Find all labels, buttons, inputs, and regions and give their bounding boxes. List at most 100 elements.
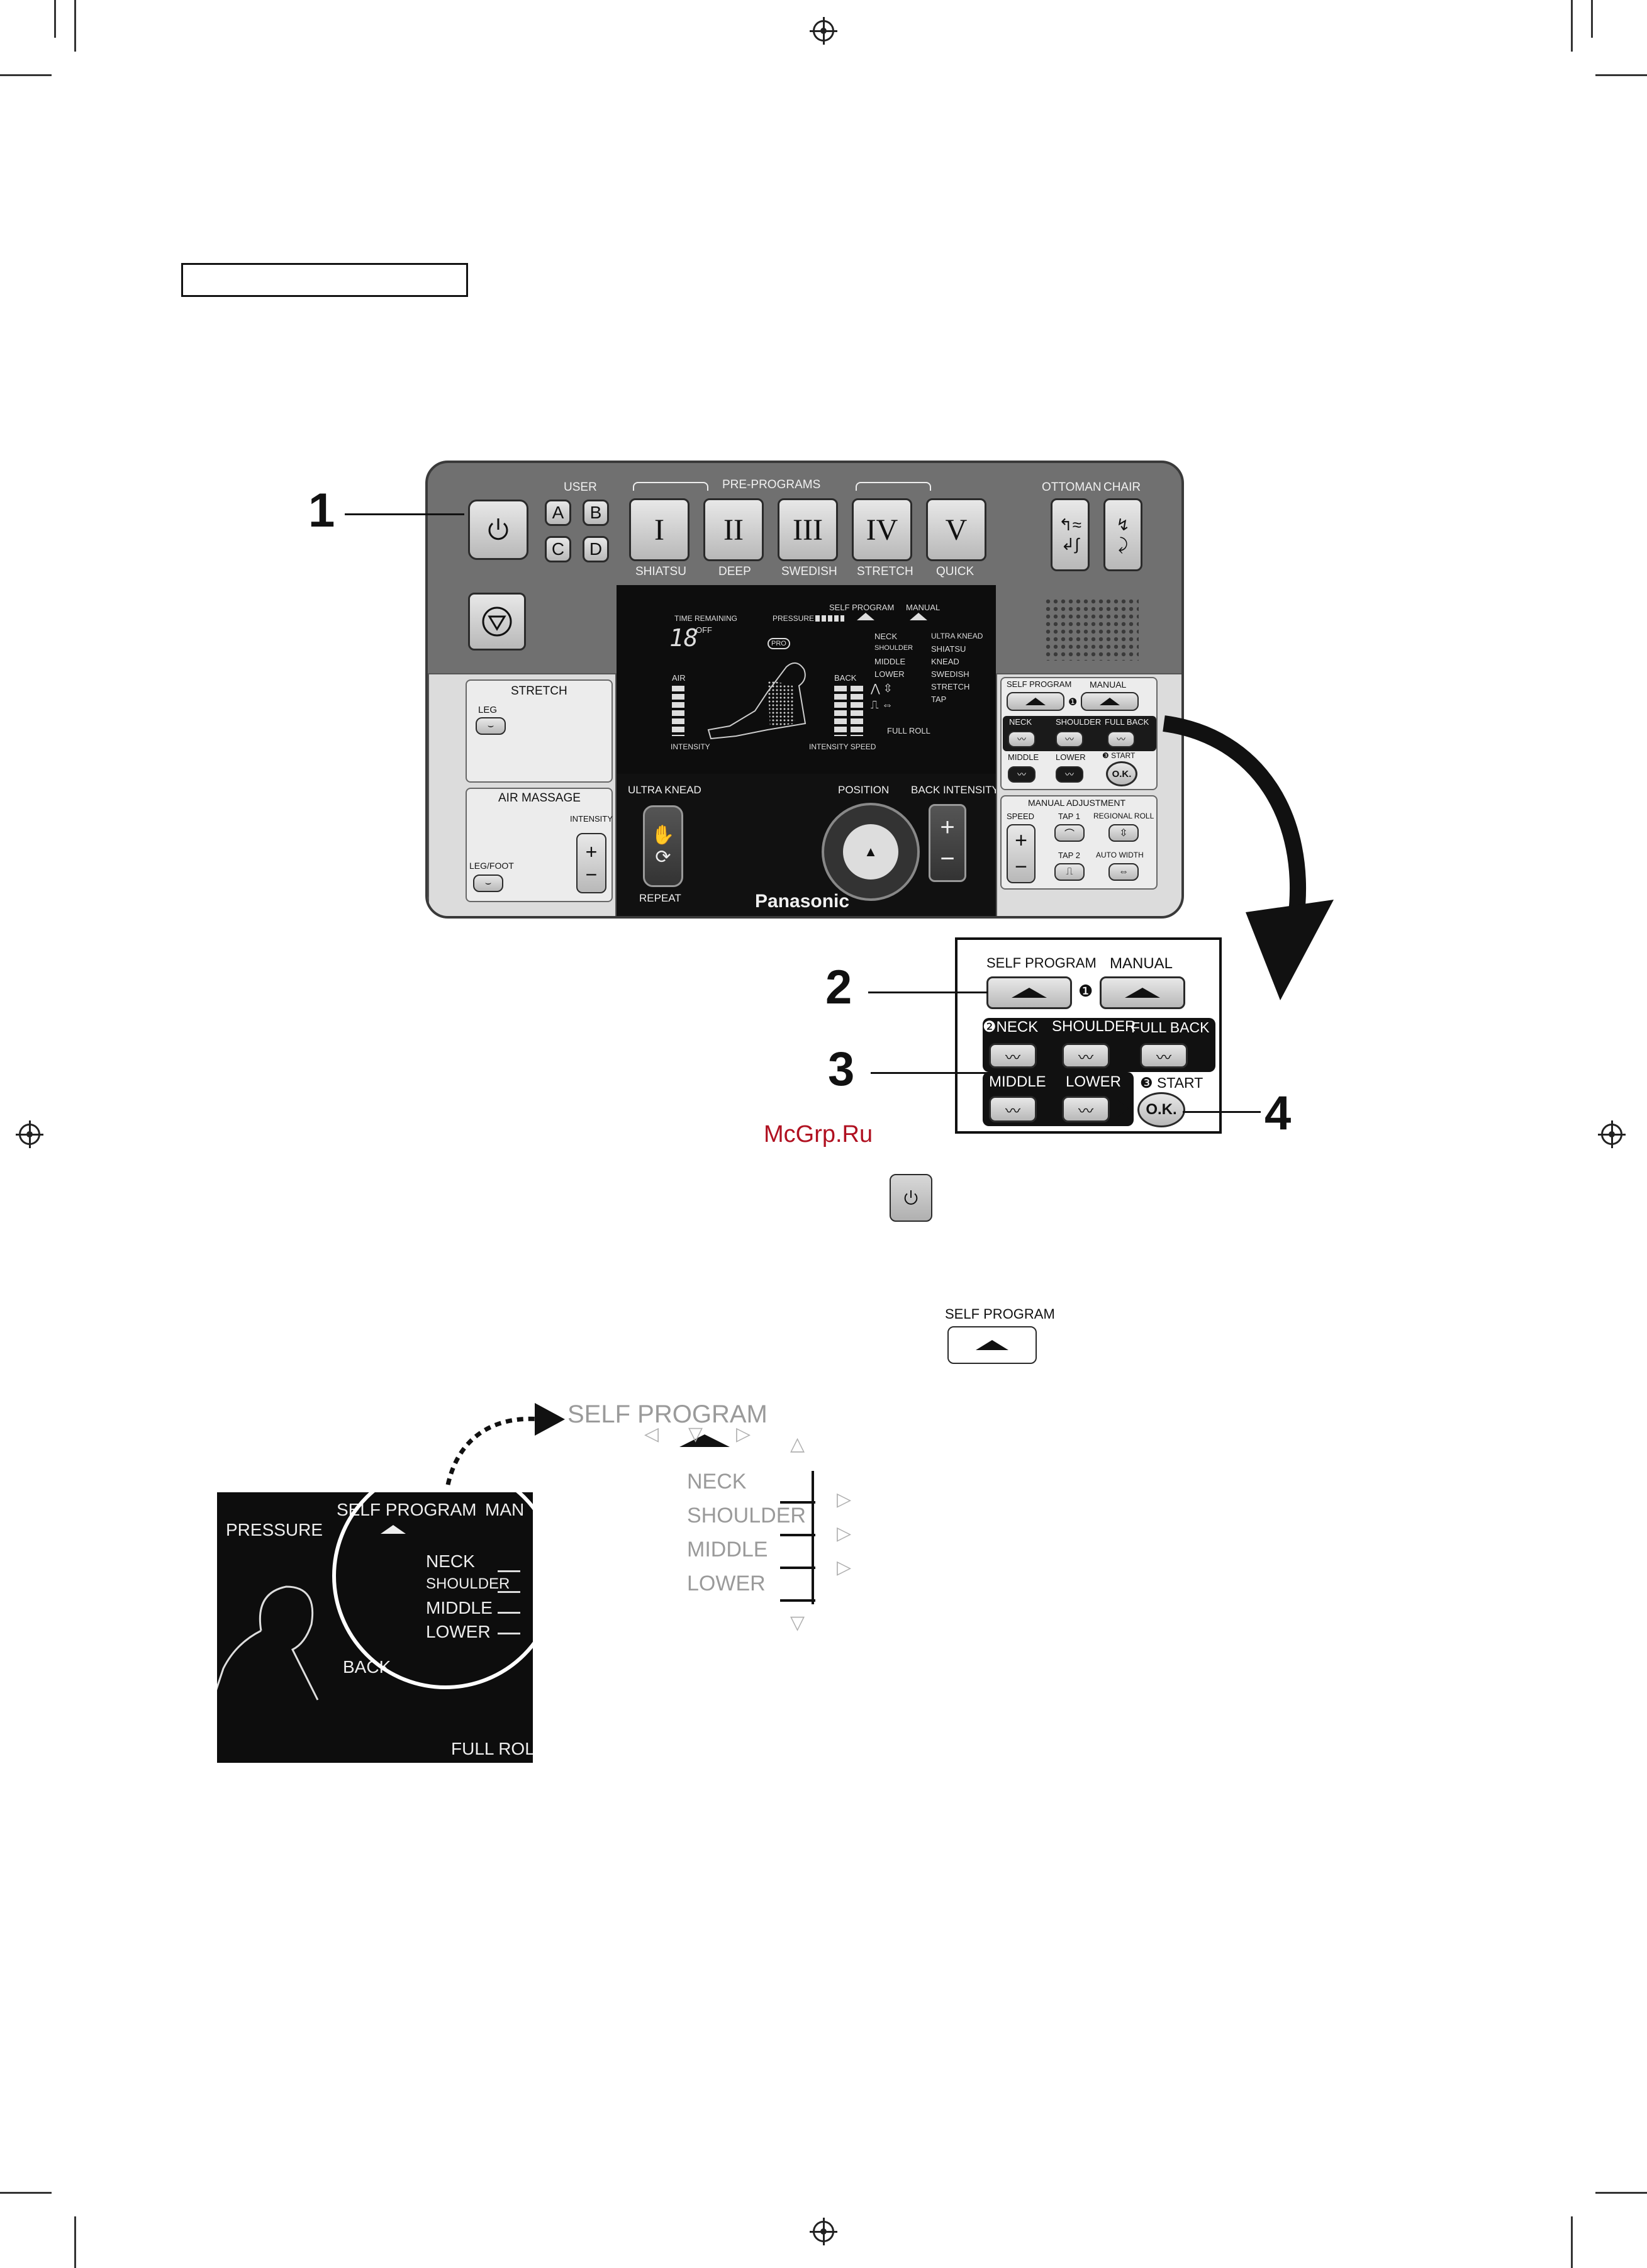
- blink-ray-icon: ▷: [837, 1557, 852, 1578]
- program-iii-button[interactable]: III: [778, 498, 838, 561]
- crop-mark: [1595, 74, 1647, 76]
- up-arrow-icon: [1125, 988, 1160, 998]
- callout-4-line: [1183, 1111, 1261, 1113]
- full-back-button[interactable]: 〰: [1107, 731, 1135, 747]
- stop-icon: [482, 606, 512, 637]
- program-v-button[interactable]: V: [926, 498, 986, 561]
- lower-control-area: ULTRA KNEAD ✋⟳ REPEAT POSITION ▲ BACK IN…: [617, 774, 999, 916]
- ok-button[interactable]: O.K.: [1106, 761, 1137, 786]
- lcd-back-label: BACK: [834, 673, 857, 683]
- position-dial[interactable]: ▲: [822, 803, 920, 901]
- stop-button[interactable]: [468, 593, 526, 651]
- program-iv-button[interactable]: IV: [852, 498, 912, 561]
- registration-mark: [16, 1120, 43, 1148]
- position-label: POSITION: [838, 784, 890, 796]
- air-massage-box: AIR MASSAGE INTENSITY LEG/FOOT ⌣ +−: [466, 788, 613, 902]
- leg-icon: ⌣: [487, 720, 494, 731]
- ottoman-button[interactable]: ↰≈↲∫: [1051, 498, 1090, 571]
- lcd-manual-arrow: [910, 613, 927, 620]
- ottoman-down-icon: ↲∫: [1061, 535, 1080, 554]
- foot-icon: ⌣: [484, 878, 492, 888]
- off-label: OFF: [696, 625, 712, 635]
- registration-mark: [810, 2218, 837, 2245]
- pressure-bars: [815, 615, 844, 622]
- power-button[interactable]: [468, 500, 528, 560]
- program-i-button[interactable]: I: [629, 498, 690, 561]
- tap1-button[interactable]: ⌒: [1054, 824, 1085, 842]
- step-1-marker: ❶: [1068, 697, 1078, 708]
- chair-button[interactable]: ↯⤸: [1103, 498, 1142, 571]
- lower-button[interactable]: 〰: [1056, 766, 1083, 783]
- middle-button[interactable]: 〰: [1008, 766, 1036, 783]
- up-arrow-icon: [1025, 698, 1046, 705]
- neck-button[interactable]: 〰: [1008, 731, 1036, 747]
- zoom-middle-button[interactable]: 〰: [989, 1096, 1037, 1122]
- zoom-ok-button[interactable]: O.K.: [1137, 1092, 1185, 1127]
- zoom-middle-label: MIDDLE: [989, 1073, 1046, 1090]
- self-program-button[interactable]: [1007, 692, 1064, 711]
- minus-icon: −: [940, 845, 955, 873]
- tap2-button[interactable]: ⎍: [1054, 863, 1085, 881]
- blink-neck-label: NECK: [687, 1470, 747, 1494]
- program-ii-button[interactable]: II: [703, 498, 764, 561]
- manual-button[interactable]: [1081, 692, 1139, 711]
- zoom-lower-button[interactable]: 〰: [1062, 1096, 1110, 1122]
- back-intensity-bars: [834, 686, 847, 736]
- reclined-body-icon: [707, 662, 807, 740]
- user-b-button[interactable]: B: [583, 500, 609, 526]
- speed-label: SPEED: [1007, 812, 1035, 821]
- area-label-middle: MIDDLE: [1008, 752, 1039, 762]
- zoom-neck-button[interactable]: 〰: [989, 1043, 1037, 1068]
- ultra-knead-button[interactable]: ✋⟳: [643, 805, 683, 887]
- blink-level-bars: [780, 1471, 815, 1604]
- inline-self-program-button: [947, 1326, 1037, 1364]
- registration-mark: [810, 17, 837, 45]
- up-arrow-icon: [1012, 988, 1047, 998]
- position-arrows-icon: ▲: [843, 824, 898, 880]
- watermark: McGrp.Ru: [764, 1121, 873, 1148]
- blink-level-edge: [812, 1471, 814, 1604]
- legfoot-button[interactable]: ⌣: [473, 874, 503, 892]
- speed-control[interactable]: +−: [1007, 824, 1036, 883]
- power-icon: [904, 1190, 918, 1205]
- zoom-manual-button[interactable]: [1100, 976, 1185, 1009]
- ultra-knead-label: ULTRA KNEAD: [628, 784, 701, 796]
- zoom-shoulder-button[interactable]: 〰: [1062, 1043, 1110, 1068]
- program-label: QUICK: [936, 565, 974, 578]
- user-d-button[interactable]: D: [583, 536, 609, 562]
- tap2-label: TAP 2: [1058, 851, 1080, 860]
- lcd-air-label: AIR: [672, 673, 686, 683]
- zoom-self-program-button[interactable]: [986, 976, 1072, 1009]
- body-icon: 〰: [1017, 769, 1026, 779]
- auto-width-label: AUTO WIDTH: [1096, 851, 1144, 859]
- callout-1-line: [345, 513, 464, 515]
- back-intensity-control[interactable]: +−: [929, 804, 966, 882]
- ottoman-up-icon: ↰≈: [1058, 515, 1082, 534]
- blink-ray-icon: ▷: [736, 1424, 751, 1444]
- shoulder-button[interactable]: 〰: [1056, 731, 1083, 747]
- regional-roll-button[interactable]: ⇳: [1108, 824, 1139, 842]
- closeup-pressure-label: PRESSURE: [226, 1520, 323, 1539]
- control-panel: USER A B C D PRE-PROGRAMS I II III IV V …: [425, 461, 1184, 919]
- recline-icon: ↯: [1116, 515, 1130, 534]
- zoom-full-back-button[interactable]: 〰: [1140, 1043, 1188, 1068]
- auto-width-button[interactable]: ⇔: [1108, 863, 1139, 881]
- repeat-icon: ⟳: [655, 847, 671, 868]
- body-icon: 〰: [1065, 769, 1074, 779]
- minus-icon: −: [1015, 855, 1027, 879]
- body-icon: 〰: [1156, 1049, 1171, 1066]
- air-massage-title: AIR MASSAGE: [498, 791, 581, 805]
- tap2-icon: ⎍: [1066, 866, 1073, 877]
- area-label-lower: LOWER: [1056, 752, 1086, 762]
- lcd-technique: SWEDISH: [931, 669, 969, 679]
- user-c-button[interactable]: C: [545, 536, 571, 562]
- user-a-button[interactable]: A: [545, 500, 571, 526]
- body-icon: 〰: [1005, 1102, 1020, 1120]
- lcd-display: TIME REMAINING 18 OFF PRESSURE SELF PROG…: [617, 585, 996, 774]
- leg-stretch-button[interactable]: ⌣: [476, 717, 506, 735]
- zoom-manual-label: MANUAL: [1110, 955, 1173, 972]
- blink-ray-icon: ◁: [644, 1424, 659, 1444]
- upright-icon: ⤸: [1118, 534, 1128, 554]
- air-intensity-label: INTENSITY: [570, 814, 613, 824]
- air-intensity-control[interactable]: +−: [576, 833, 606, 893]
